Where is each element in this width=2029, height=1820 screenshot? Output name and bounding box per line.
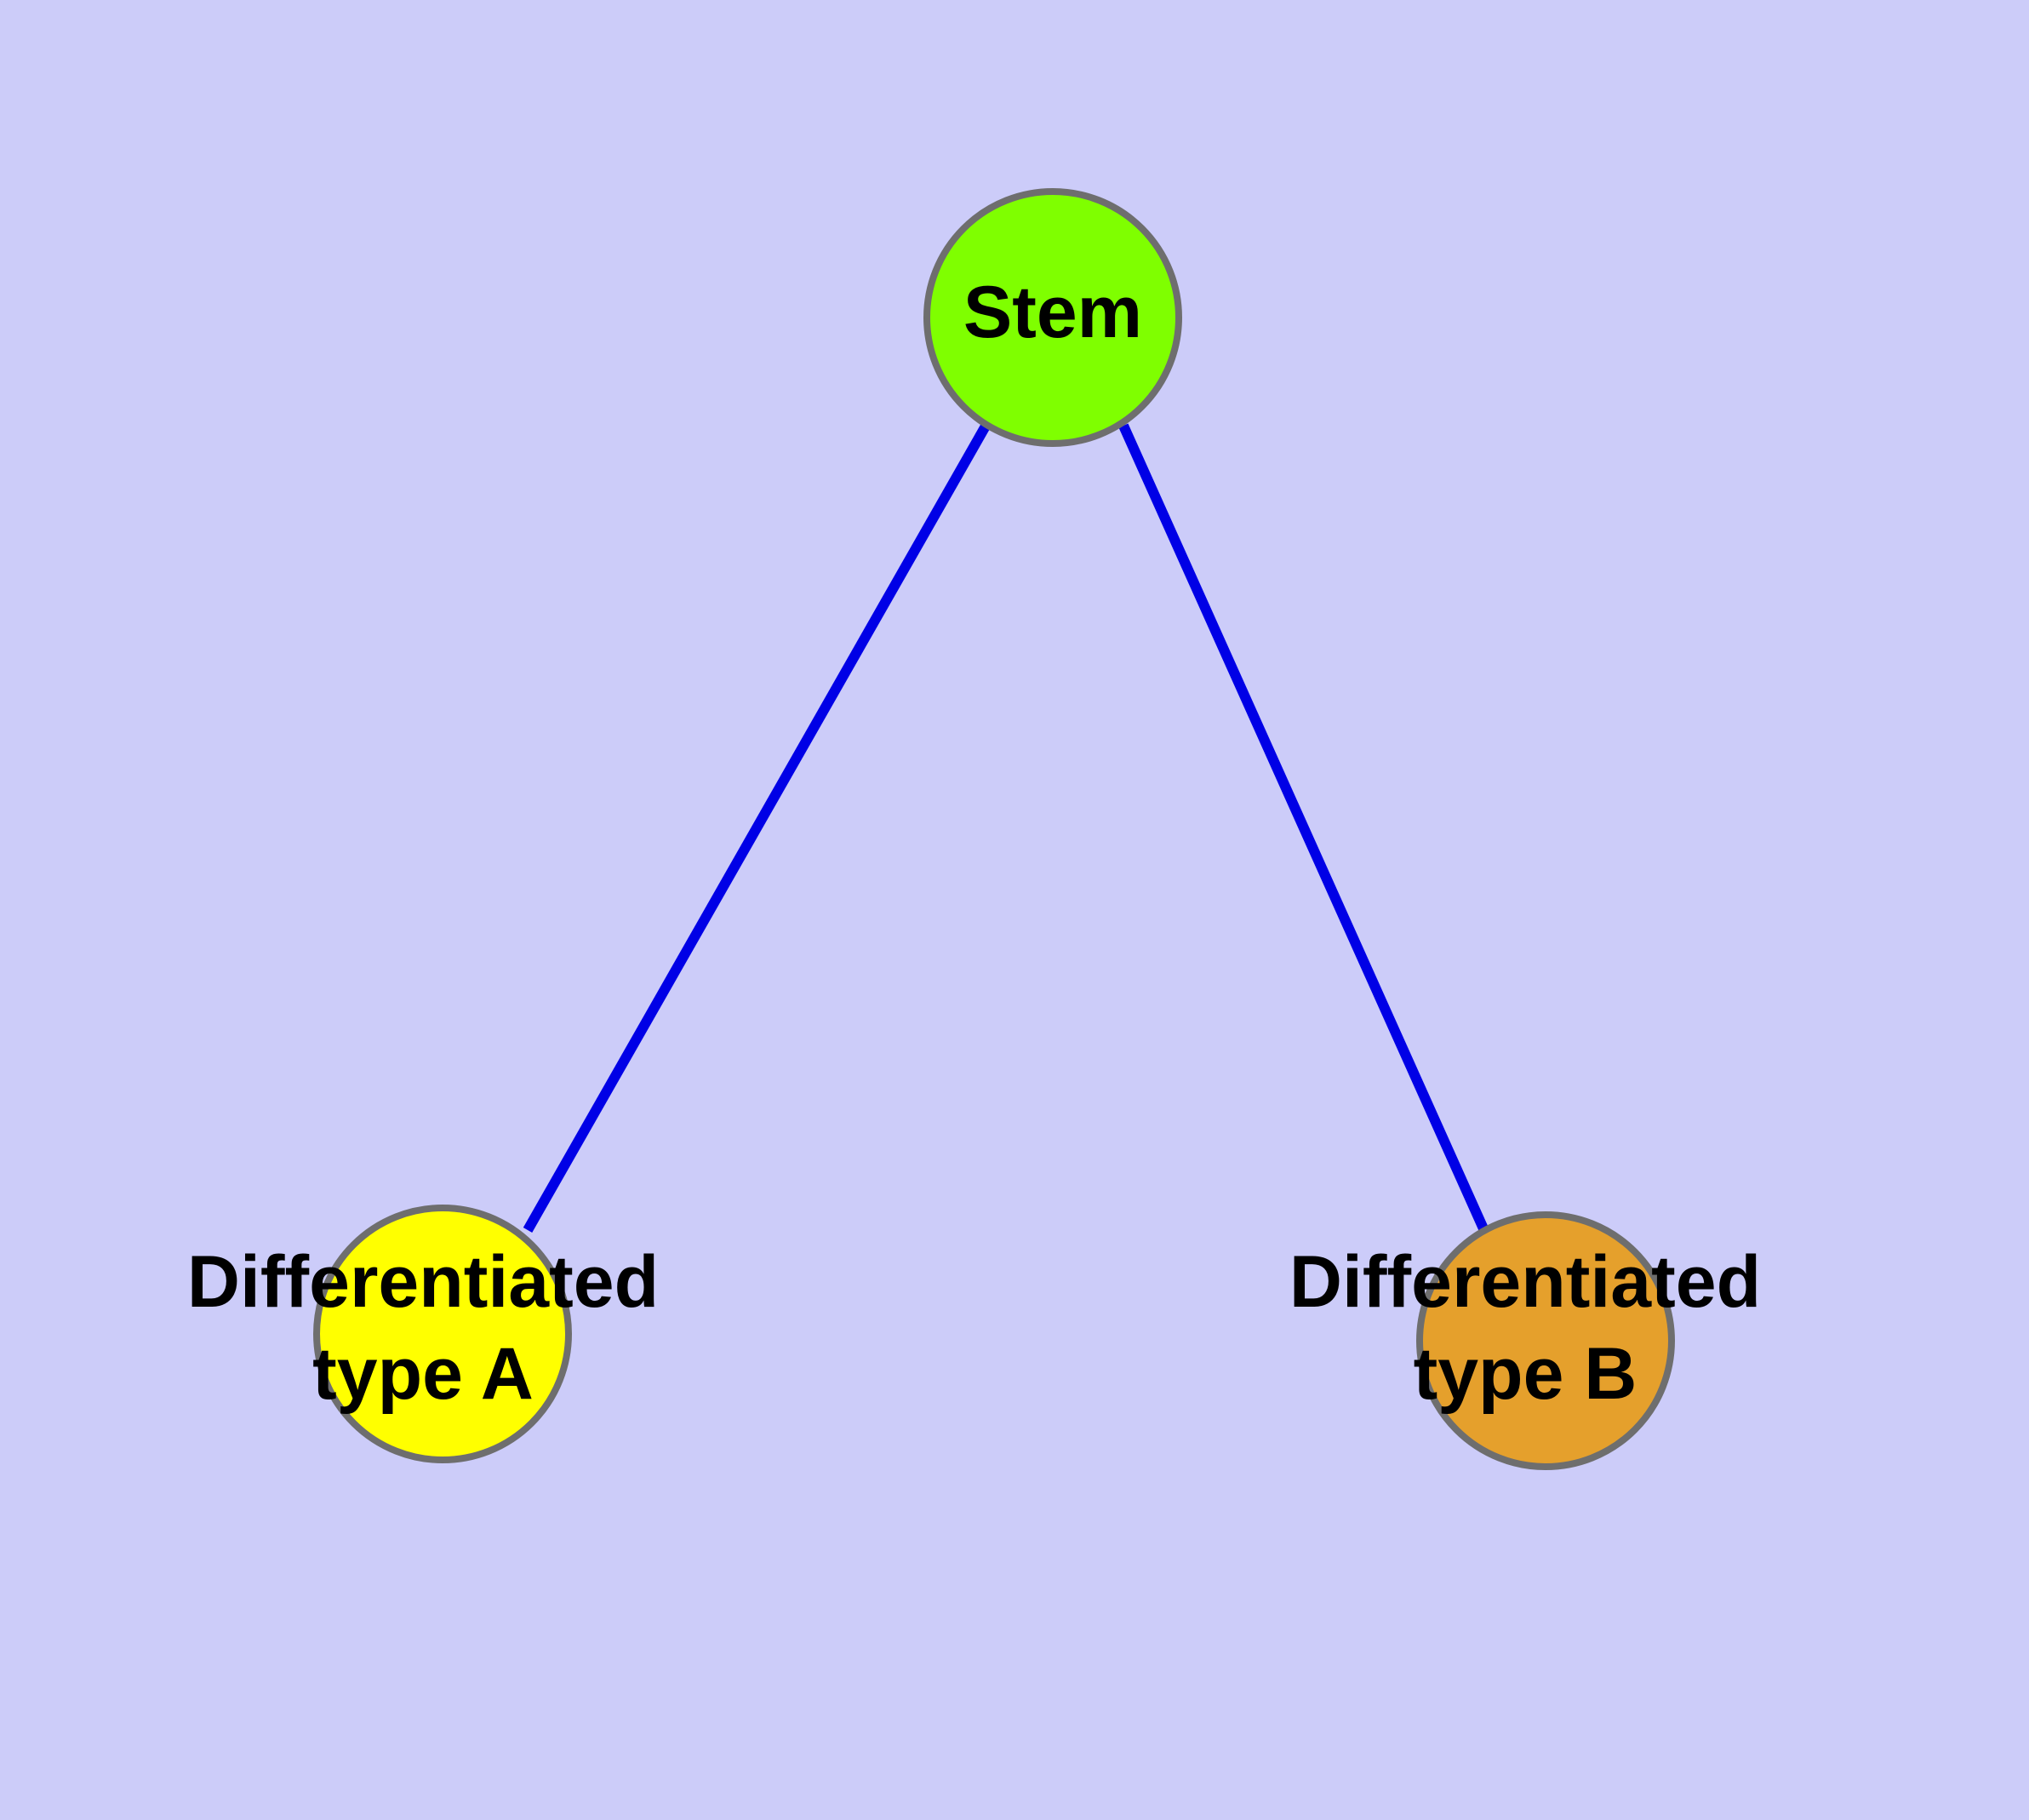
node-differentiated-type-b-circle[interactable] bbox=[1416, 1211, 1675, 1470]
node-stem-label: Stem bbox=[963, 272, 1142, 353]
node-differentiated-type-a-circle[interactable] bbox=[313, 1205, 572, 1463]
node-stem[interactable]: Stem bbox=[923, 188, 1182, 447]
node-stem-circle[interactable] bbox=[923, 188, 1182, 447]
edge-stem-to-diff-a[interactable] bbox=[523, 421, 992, 1233]
edges-layer bbox=[523, 421, 1491, 1237]
edge-stem-to-diff-b[interactable] bbox=[1118, 423, 1491, 1237]
